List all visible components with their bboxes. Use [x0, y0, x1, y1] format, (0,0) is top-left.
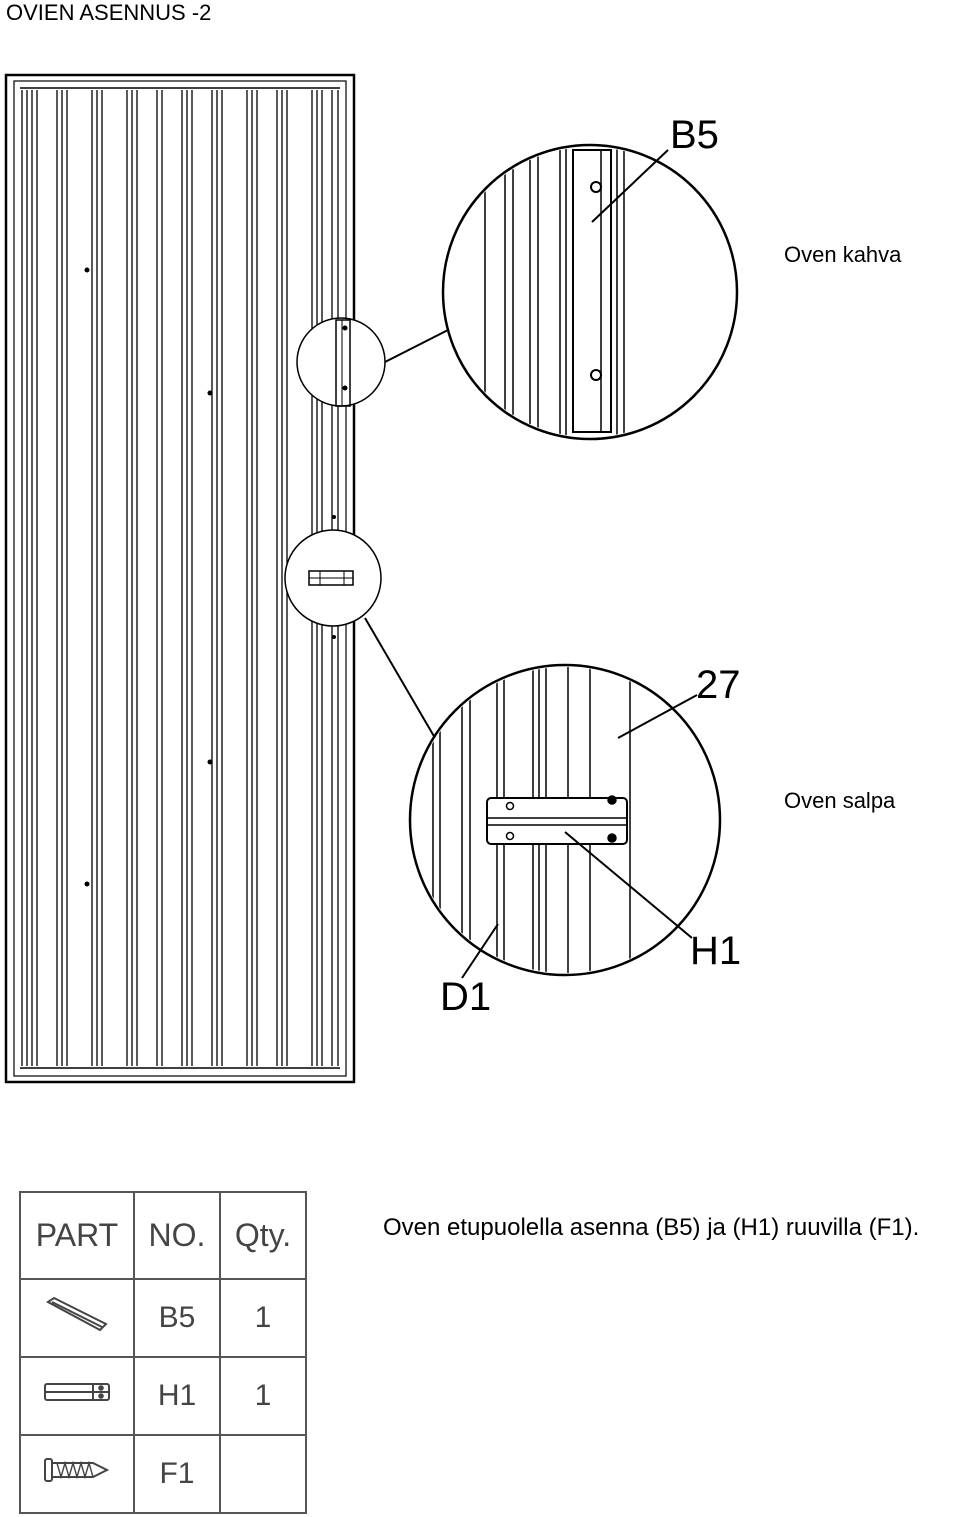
- table-row: H1 1: [19, 1356, 307, 1436]
- header-part: PART: [19, 1191, 135, 1280]
- latch-small-circle: [284, 529, 382, 627]
- table-row: F1: [19, 1434, 307, 1514]
- table-row: B5 1: [19, 1278, 307, 1358]
- part-no: F1: [133, 1434, 221, 1514]
- door-panel: [4, 73, 356, 1084]
- instruction-text: Oven etupuolella asenna (B5) ja (H1) ruu…: [383, 1214, 920, 1241]
- latch-bolt-icon: [19, 1356, 135, 1436]
- page-title: OVIEN ASENNUS -2: [6, 0, 212, 25]
- part-qty: [219, 1434, 307, 1514]
- callout-27: 27: [696, 663, 741, 707]
- screw-icon: [19, 1434, 135, 1514]
- header-no: NO.: [133, 1191, 221, 1280]
- part-qty: 1: [219, 1356, 307, 1436]
- latch-note: Oven salpa: [784, 788, 896, 813]
- part-no: H1: [133, 1356, 221, 1436]
- parts-table: PART NO. Qty. B5 1: [19, 1191, 307, 1514]
- part-no: B5: [133, 1278, 221, 1358]
- part-qty: 1: [219, 1278, 307, 1358]
- header-qty: Qty.: [219, 1191, 307, 1280]
- h1-leader-line: [564, 831, 693, 939]
- handle-detail-circle: [441, 143, 739, 441]
- latch-leader-line: [364, 617, 436, 739]
- callout-d1: D1: [440, 975, 491, 1019]
- callout-h1: H1: [690, 929, 741, 973]
- parts-table-header: PART NO. Qty.: [19, 1191, 307, 1280]
- handle-note: Oven kahva: [784, 242, 902, 267]
- handle-bar-icon: [19, 1278, 135, 1358]
- handle-leader-line: [384, 329, 449, 363]
- door-screw-dots: [84, 267, 336, 887]
- handle-small-circle: [296, 317, 386, 407]
- b5-leader-line: [591, 149, 669, 223]
- door-assembly-diagram: B5: [4, 73, 741, 1084]
- d1-leader-line: [461, 923, 499, 979]
- callout-b5: B5: [670, 113, 719, 157]
- part27-leader-line: [617, 694, 698, 739]
